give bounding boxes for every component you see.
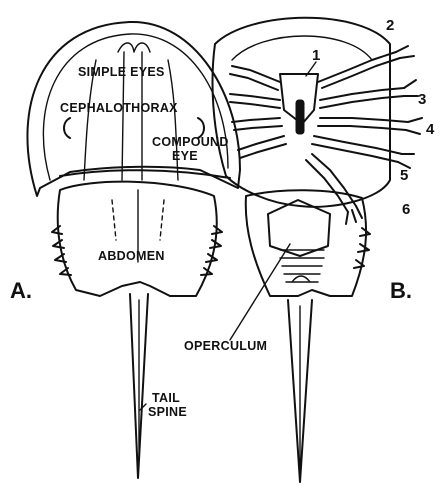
label-simple-eyes: SIMPLE EYES xyxy=(78,65,165,79)
label-cephalothorax: CEPHALOTHORAX xyxy=(60,101,178,115)
label-compound-eye-2: EYE xyxy=(172,149,198,163)
operculum-plate xyxy=(268,200,330,256)
abdomen-axis-left xyxy=(112,200,116,240)
compound-eye-left xyxy=(64,118,70,138)
abdomen-axis-right xyxy=(160,200,164,240)
label-tail-2: SPINE xyxy=(148,405,187,419)
ventral-view xyxy=(213,18,422,482)
label-compound-eye-1: COMPOUND xyxy=(152,135,229,149)
appendage-number-4: 4 xyxy=(426,121,435,138)
leg-3 xyxy=(320,88,404,108)
abdomen-plate xyxy=(58,182,217,296)
label-operculum: OPERCULUM xyxy=(184,339,267,353)
anus-mark xyxy=(292,276,310,282)
appendage-number-5: 5 xyxy=(400,167,408,184)
appendage-number-1: 1 xyxy=(312,47,320,64)
leg-6-tip xyxy=(346,206,362,224)
leg-left-1 xyxy=(230,66,280,90)
label-tail-1: TAIL xyxy=(152,391,180,405)
leg-3-claw xyxy=(404,80,418,96)
leg-left-4 xyxy=(238,136,286,158)
ventral-inner-rim xyxy=(232,36,372,60)
labels: SIMPLE EYES CEPHALOTHORAX COMPOUND EYE A… xyxy=(10,17,435,419)
appendage-number-3: 3 xyxy=(418,91,426,108)
leg-left-2 xyxy=(230,94,280,108)
figure-b-letter: B. xyxy=(390,278,412,303)
abdomen-spines-right xyxy=(201,226,222,275)
appendage-number-6: 6 xyxy=(402,201,410,218)
leg-2 xyxy=(318,52,400,88)
operculum-pointer xyxy=(230,244,290,340)
leg-4-claw xyxy=(406,118,422,134)
leg-5-claw xyxy=(398,154,414,168)
label-abdomen: ABDOMEN xyxy=(98,249,165,263)
appendage-number-2: 2 xyxy=(386,17,394,34)
leg-4 xyxy=(318,118,408,130)
mouth-slit xyxy=(296,100,304,134)
leg-left-3 xyxy=(232,118,282,130)
simple-eyes-mark xyxy=(118,43,150,52)
figure-a-letter: A. xyxy=(10,278,32,303)
leg-2-claw xyxy=(396,46,414,58)
leg-5 xyxy=(312,136,402,162)
